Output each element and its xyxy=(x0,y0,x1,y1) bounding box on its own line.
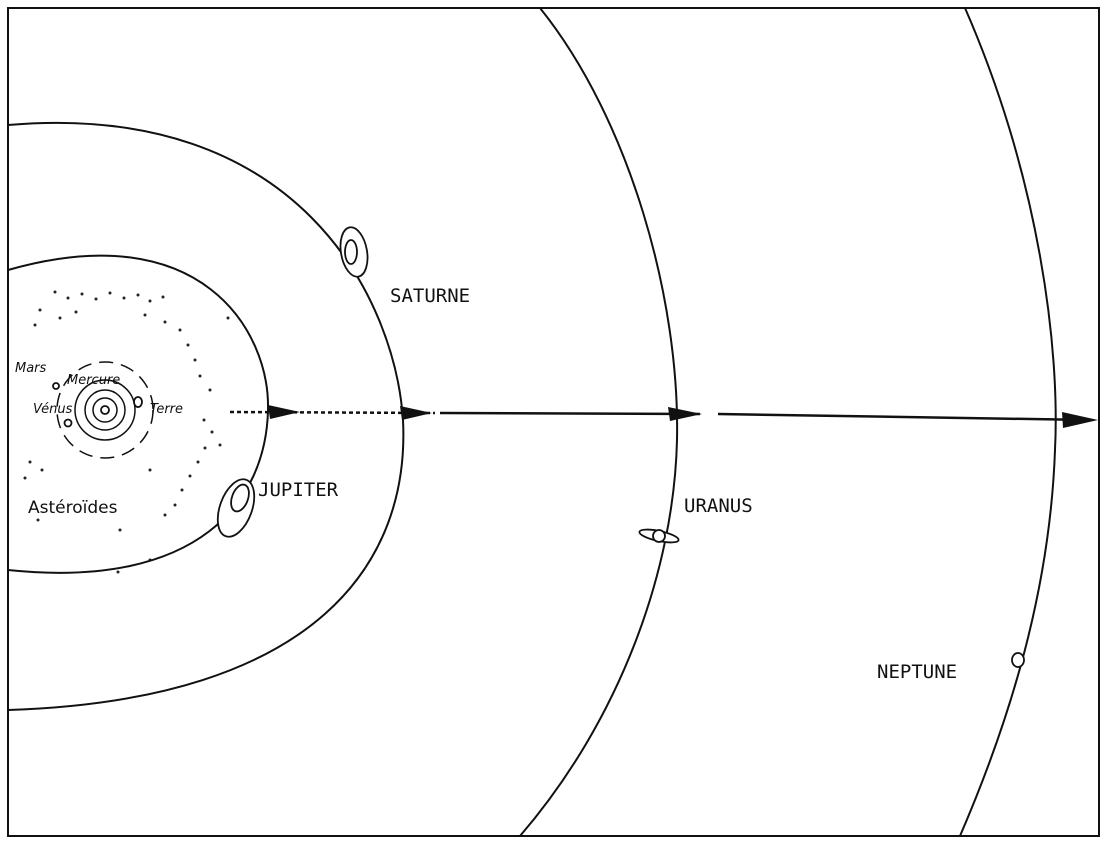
neptune-orbit xyxy=(959,7,1057,837)
uranus-label: URANUS xyxy=(684,495,753,517)
asteroid-belt xyxy=(23,290,230,574)
neptune-planet-icon xyxy=(1011,652,1025,668)
venus-label: Vénus xyxy=(33,402,73,417)
terre-label: Terre xyxy=(150,402,183,417)
venus-planet-icon xyxy=(63,418,73,428)
mercure-label: Mercure xyxy=(67,373,120,388)
saturne-label: SATURNE xyxy=(390,285,470,307)
saturne-orbit xyxy=(7,122,405,711)
inner-orbits xyxy=(56,361,154,459)
jupiter-orbit xyxy=(7,254,270,574)
mars-planet-icon xyxy=(52,382,60,390)
inner-planets xyxy=(52,382,143,428)
saturne-planet-icon xyxy=(339,226,369,278)
sun-icon xyxy=(100,405,110,415)
arrowhead-1 xyxy=(268,405,300,419)
direction-axis xyxy=(229,405,1098,428)
mars-label: Mars xyxy=(15,361,47,376)
arrowhead-3 xyxy=(668,407,702,421)
jupiter-label: JUPITER xyxy=(258,479,339,501)
arrowhead-2 xyxy=(400,406,432,420)
arrowhead-4 xyxy=(1062,412,1098,428)
terre-planet-icon xyxy=(133,396,143,408)
uranus-planet-icon xyxy=(638,528,680,544)
frame-border xyxy=(7,7,1100,837)
jupiter-planet-icon xyxy=(216,478,256,538)
asteroides-label: Astéroïdes xyxy=(28,498,118,518)
neptune-label: NEPTUNE xyxy=(877,661,957,683)
uranus-orbit xyxy=(519,7,679,837)
